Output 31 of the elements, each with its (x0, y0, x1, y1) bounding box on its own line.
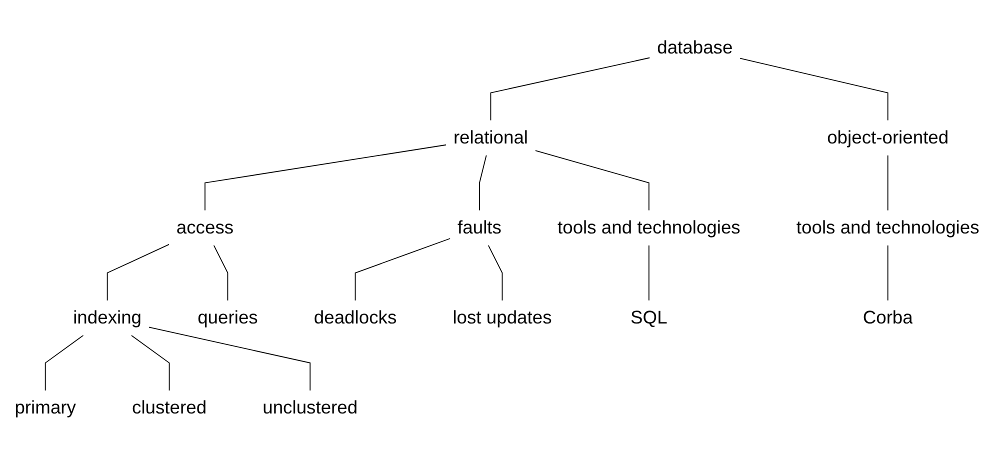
node-text: access (176, 217, 234, 238)
connector (130, 334, 170, 391)
connector (106, 244, 170, 301)
node-text: unclustered (262, 397, 358, 418)
node-text: faults (458, 217, 502, 238)
connector (204, 144, 447, 210)
node-text: object-oriented (827, 127, 949, 148)
connector (148, 326, 311, 391)
connector (354, 238, 451, 301)
connector (887, 244, 888, 301)
connector (44, 334, 84, 391)
connector (648, 244, 650, 301)
connector (213, 244, 228, 301)
node-text: lost updates (452, 307, 552, 328)
connector (740, 58, 888, 120)
node-text: primary (14, 397, 76, 418)
node-text: database (657, 37, 733, 58)
node-text: indexing (73, 307, 142, 328)
connector (479, 154, 487, 210)
node-text: Corba (862, 307, 913, 328)
node-text: tools and technologies (558, 217, 740, 238)
node-text: deadlocks (314, 307, 397, 328)
connector (488, 244, 503, 301)
node-text: queries (198, 307, 258, 328)
connector (534, 150, 650, 210)
connector (887, 154, 888, 210)
node-text: tools and technologies (796, 217, 980, 238)
node-text: clustered (132, 397, 207, 418)
node-text: relational (453, 127, 528, 148)
node-text: SQL (630, 307, 668, 328)
connector (490, 56, 650, 120)
